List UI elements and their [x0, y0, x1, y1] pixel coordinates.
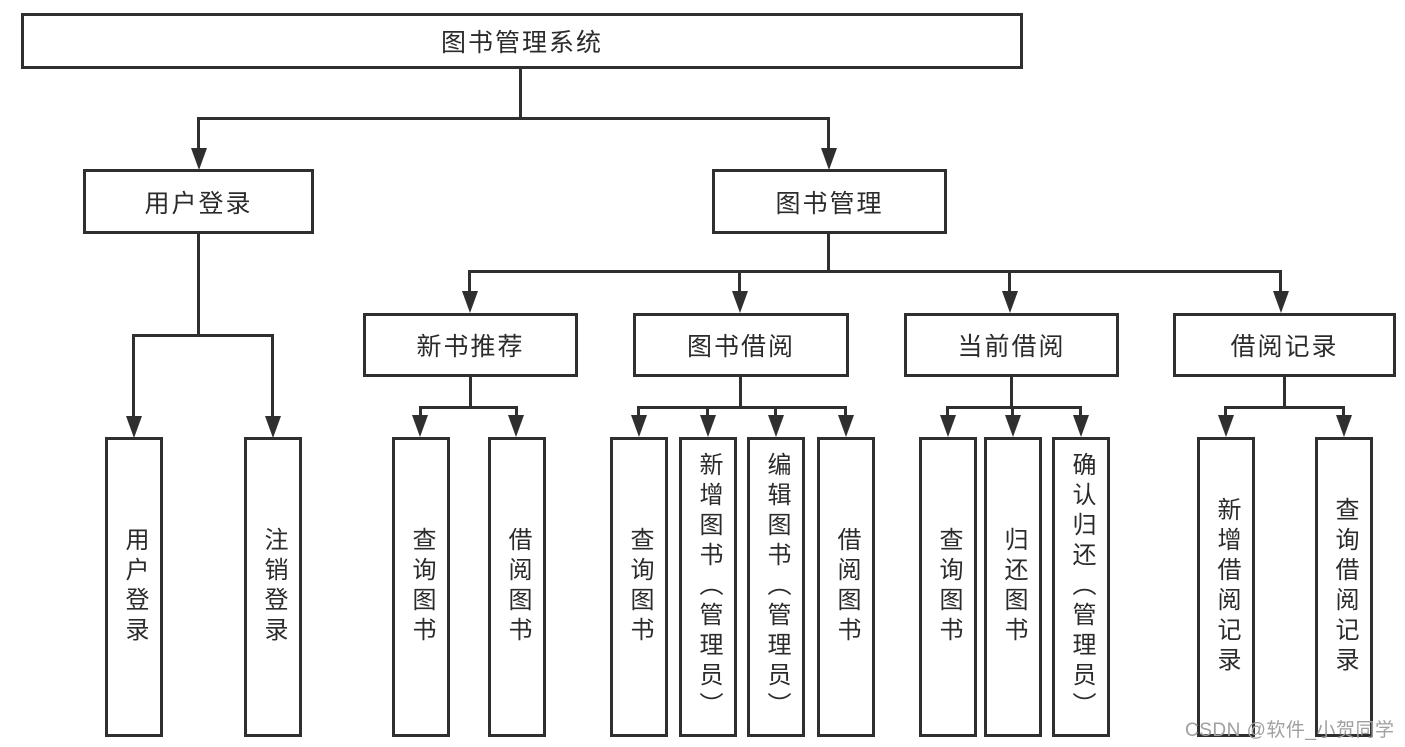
- node-label: 新增借阅记录: [1213, 497, 1240, 677]
- arrow-down-icon: [821, 148, 837, 170]
- connector-line: [271, 334, 274, 418]
- connector-line: [827, 234, 830, 272]
- connector-line: [827, 117, 830, 150]
- node-root-system: 图书管理系统: [21, 13, 1023, 69]
- connector-line: [197, 117, 200, 150]
- connector-line: [946, 406, 1082, 409]
- node-label: 借阅图书: [504, 527, 531, 647]
- leaf-borrow-books-recommend: 借阅图书: [488, 437, 546, 737]
- node-label: 新增图书（管理员）: [695, 452, 722, 722]
- connector-line: [1342, 406, 1345, 418]
- connector-line: [946, 406, 949, 418]
- connector-line: [1010, 377, 1013, 408]
- arrow-down-icon: [1073, 415, 1089, 437]
- connector-line: [1079, 406, 1082, 418]
- node-label: 查询图书: [935, 527, 962, 647]
- connector-line: [419, 406, 518, 409]
- connector-line: [1008, 270, 1011, 294]
- node-label: 确认归还（管理员）: [1068, 452, 1095, 722]
- connector-line: [519, 69, 522, 118]
- node-label: 图书管理系统: [440, 29, 603, 57]
- node-label: 当前借阅: [957, 333, 1066, 361]
- leaf-add-borrow-record: 新增借阅记录: [1197, 437, 1255, 737]
- arrow-down-icon: [1336, 415, 1352, 437]
- node-label: 用户登录: [144, 189, 253, 218]
- leaf-borrow-books: 借阅图书: [817, 437, 875, 737]
- leaf-user-login: 用户登录: [105, 437, 163, 737]
- connector-line: [469, 377, 472, 408]
- arrow-down-icon: [1005, 415, 1021, 437]
- node-label: 查询图书: [408, 527, 435, 647]
- arrow-down-icon: [1002, 291, 1018, 313]
- connector-line: [515, 406, 518, 418]
- connector-line: [774, 406, 777, 418]
- arrow-down-icon: [838, 415, 854, 437]
- arrow-down-icon: [631, 415, 647, 437]
- node-label: 编辑图书（管理员）: [763, 452, 790, 722]
- connector-line: [1224, 406, 1227, 418]
- leaf-query-books-borrowing: 查询图书: [610, 437, 668, 737]
- node-label: 注销登录: [260, 527, 287, 647]
- connector-line: [419, 406, 422, 418]
- arrow-down-icon: [462, 291, 478, 313]
- node-current-borrowing: 当前借阅: [904, 313, 1119, 377]
- leaf-add-books-admin: 新增图书（管理员）: [679, 437, 737, 737]
- arrow-down-icon: [508, 415, 524, 437]
- connector-line: [197, 117, 830, 120]
- leaf-query-borrow-record: 查询借阅记录: [1315, 437, 1373, 737]
- connector-line: [468, 270, 471, 294]
- connector-line: [739, 377, 742, 408]
- node-label: 查询借阅记录: [1331, 497, 1358, 677]
- arrow-down-icon: [768, 415, 784, 437]
- connector-line: [738, 270, 741, 294]
- connector-line: [468, 270, 1282, 273]
- node-book-management: 图书管理: [712, 169, 947, 234]
- node-label: 新书推荐: [416, 333, 525, 361]
- arrow-down-icon: [412, 415, 428, 437]
- leaf-return-books: 归还图书: [984, 437, 1042, 737]
- arrow-down-icon: [126, 416, 142, 438]
- leaf-query-books-current: 查询图书: [919, 437, 977, 737]
- node-user-login-module: 用户登录: [83, 169, 314, 234]
- arrow-down-icon: [1218, 415, 1234, 437]
- arrow-down-icon: [732, 291, 748, 313]
- watermark: CSDN @软件_小贺同学: [1185, 720, 1395, 741]
- node-label: 图书借阅: [686, 333, 795, 361]
- connector-line: [844, 406, 847, 418]
- connector-line: [132, 334, 274, 337]
- arrow-down-icon: [940, 415, 956, 437]
- connector-line: [197, 234, 200, 336]
- connector-line: [1224, 406, 1345, 409]
- arrow-down-icon: [700, 415, 716, 437]
- node-label: 借阅图书: [833, 527, 860, 647]
- leaf-logout: 注销登录: [244, 437, 302, 737]
- connector-line: [132, 334, 135, 418]
- connector-line: [637, 406, 640, 418]
- arrow-down-icon: [1273, 291, 1289, 313]
- leaf-query-books-recommend: 查询图书: [392, 437, 450, 737]
- connector-line: [637, 406, 847, 409]
- node-label: 查询图书: [626, 527, 653, 647]
- node-label: 用户登录: [121, 527, 148, 647]
- connector-line: [1283, 377, 1286, 408]
- connector-line: [706, 406, 709, 418]
- leaf-confirm-return-admin: 确认归还（管理员）: [1052, 437, 1110, 737]
- node-borrowing-records: 借阅记录: [1173, 313, 1396, 377]
- arrow-down-icon: [265, 416, 281, 438]
- leaf-edit-books-admin: 编辑图书（管理员）: [747, 437, 805, 737]
- node-book-borrowing: 图书借阅: [633, 313, 849, 377]
- node-new-book-recommend: 新书推荐: [363, 313, 578, 377]
- connector-line: [1011, 406, 1014, 418]
- node-label: 归还图书: [1000, 527, 1027, 647]
- arrow-down-icon: [191, 148, 207, 170]
- connector-line: [1279, 270, 1282, 294]
- node-label: 图书管理: [775, 189, 884, 218]
- node-label: 借阅记录: [1230, 333, 1339, 361]
